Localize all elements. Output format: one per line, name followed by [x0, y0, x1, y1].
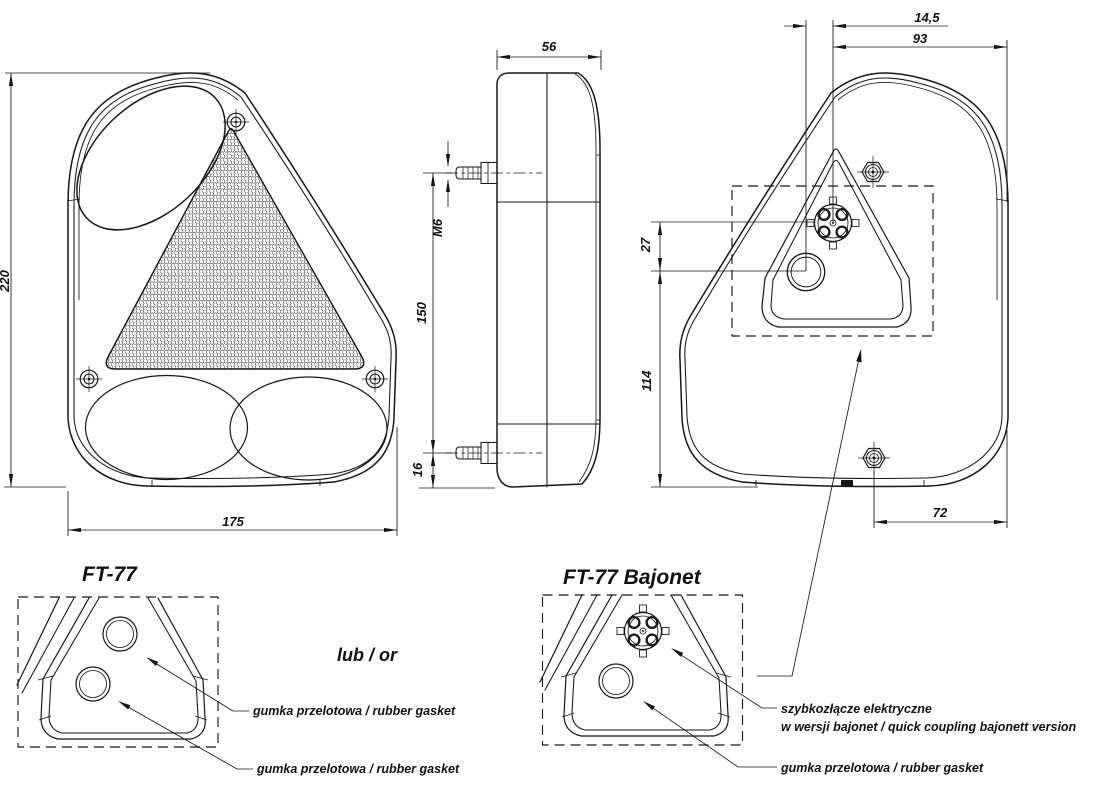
- drain-slot: [841, 480, 853, 487]
- detail-title-bajonet: FT-77 Bajonet: [563, 566, 702, 589]
- dim-conn-offset-14-5: 14,5: [784, 10, 948, 271]
- dim-conn-from-right-93: 93: [833, 31, 1008, 202]
- note-quick-coupling-line2: w wersji bajonet / quick coupling bajone…: [781, 720, 1077, 734]
- leader-gasket: gumka przelotowa / rubber gasket: [643, 701, 984, 775]
- leader-gasket-lower: gumka przelotowa / rubber gasket: [118, 701, 460, 776]
- detail-title-standard: FT-77: [82, 563, 138, 586]
- front-triangle-reflector: [105, 128, 365, 370]
- detail-ft77-bajonet: FT-77 Bajonet szybkozłącze elektryczne w…: [539, 566, 1077, 775]
- dim-label-depth: 56: [542, 39, 557, 54]
- front-bottom-lens-left: [84, 374, 249, 481]
- hex-screw-icon: [856, 155, 890, 189]
- dim-label-width: 175: [222, 514, 244, 529]
- dim-screw-from-right-72: 72: [873, 430, 1008, 528]
- dim-height-220: 220: [0, 72, 210, 488]
- screw-icon: [222, 108, 250, 136]
- bayonet-connector: [615, 603, 671, 659]
- side-view: 56 M6 150 16: [410, 39, 602, 489]
- note-rubber-gasket: gumka przelotowa / rubber gasket: [780, 761, 984, 775]
- leader-gasket-upper: gumka przelotowa / rubber gasket: [146, 657, 456, 718]
- front-oval-lens: [76, 85, 226, 231]
- dim-label-conn-gasket-gap: 27: [638, 237, 653, 253]
- note-quick-coupling-line1: szybkozłącze elektryczne: [781, 702, 932, 716]
- detail-leader-line: [757, 349, 862, 677]
- dim-gasket-to-bottom-114: 114: [639, 271, 758, 488]
- dim-label-gasket-to-bottom: 114: [639, 370, 654, 391]
- hex-screw-icon: [857, 441, 891, 475]
- rear-triangle-housing: [761, 148, 912, 328]
- dim-label-height: 220: [0, 269, 12, 292]
- dim-label-screw-from-right: 72: [933, 505, 948, 520]
- detail-box: [541, 594, 744, 746]
- screw-icon: [75, 365, 103, 393]
- dim-thread-m6: M6: [430, 141, 451, 237]
- dim-stud-offset-16: 16: [410, 453, 495, 489]
- dim-conn-gasket-gap-27: 27: [638, 221, 814, 272]
- front-bottom-lens-right: [229, 376, 388, 481]
- dim-label-conn-from-right: 93: [913, 31, 928, 46]
- rubber-gasket-hole: [75, 666, 111, 702]
- or-label: lub / or: [337, 645, 398, 665]
- detail-region-box: [731, 185, 934, 337]
- dim-label-thread: M6: [430, 218, 445, 237]
- note-rubber-gasket: gumka przelotowa / rubber gasket: [256, 762, 460, 776]
- rubber-gasket-hole: [598, 663, 634, 699]
- rear-view: 14,5 93 27 114: [638, 10, 1010, 677]
- dim-label-stud-offset: 16: [410, 462, 425, 477]
- leader-quick-coupling: szybkozłącze elektryczne w wersji bajone…: [671, 648, 1077, 734]
- note-rubber-gasket: gumka przelotowa / rubber gasket: [252, 704, 456, 718]
- detail-ft77: FT-77 gumka przelotowa / rubber gasket g…: [16, 563, 460, 776]
- screw-icon: [361, 365, 389, 393]
- dim-label-conn-offset: 14,5: [914, 10, 940, 25]
- mounting-stud-bottom: [446, 441, 542, 465]
- dim-stud-spacing-150: 150: [414, 172, 452, 454]
- dim-label-stud-spacing: 150: [414, 301, 429, 323]
- dim-depth-56: 56: [496, 39, 602, 70]
- rubber-gasket-hole: [102, 616, 138, 652]
- front-view: 220 175: [0, 72, 398, 536]
- dim-width-175: 175: [67, 427, 398, 536]
- detail-box: [17, 596, 219, 748]
- mounting-stud-top: [446, 161, 542, 185]
